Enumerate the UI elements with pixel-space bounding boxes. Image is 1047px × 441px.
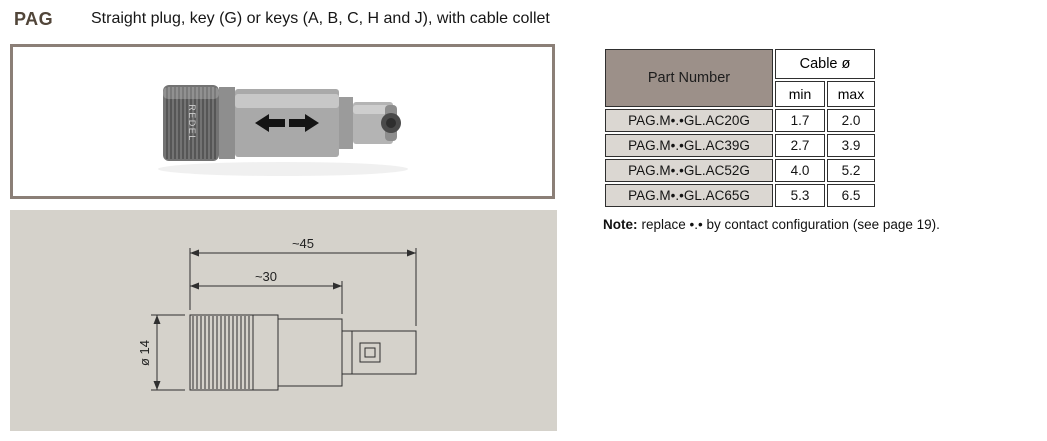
- product-photo-frame: REDEL: [10, 44, 555, 199]
- cable-min-cell: 4.0: [775, 159, 825, 182]
- series-description: Straight plug, key (G) or keys (A, B, C,…: [91, 10, 550, 27]
- brand-text: REDEL: [187, 104, 197, 142]
- part-number-cell: PAG.M•.•GL.AC65G: [605, 184, 773, 207]
- col-header-part-number: Part Number: [605, 49, 773, 107]
- cable-min-cell: 1.7: [775, 109, 825, 132]
- col-header-max: max: [827, 81, 875, 107]
- photo-body: [235, 89, 339, 157]
- latch-window: [359, 342, 381, 363]
- technical-drawing: ~45 ~30 ø 14: [137, 236, 417, 391]
- photo-shadow: [158, 162, 408, 176]
- table-row: PAG.M•.•GL.AC39G 2.7 3.9: [605, 134, 875, 157]
- part-number-cell: PAG.M•.•GL.AC39G: [605, 134, 773, 157]
- note-text: replace •.• by contact configuration (se…: [641, 217, 940, 232]
- drawing-connector-outline: [189, 314, 417, 391]
- photo-arrows-marking: [255, 114, 319, 132]
- dimension-diameter: ø 14: [137, 315, 161, 390]
- technical-drawing-panel: ~45 ~30 ø 14: [10, 210, 557, 431]
- dim-total-label: ~45: [292, 236, 314, 251]
- dim-body-label: ~30: [255, 269, 277, 284]
- connector-photo: REDEL: [158, 85, 408, 176]
- part-number-cell: PAG.M•.•GL.AC20G: [605, 109, 773, 132]
- table-row: PAG.M•.•GL.AC52G 4.0 5.2: [605, 159, 875, 182]
- dimension-total-length: ~45: [190, 236, 416, 257]
- col-header-min: min: [775, 81, 825, 107]
- table-subheader-row: min max: [605, 81, 875, 107]
- photo-step: [339, 97, 353, 149]
- table-row: PAG.M•.•GL.AC20G 1.7 2.0: [605, 109, 875, 132]
- part-number-table: Part Number Cable ø min max PAG.M•.•GL.A…: [603, 47, 877, 209]
- dim-diameter-label: ø 14: [137, 340, 152, 366]
- table-row: PAG.M•.•GL.AC65G 5.3 6.5: [605, 184, 875, 207]
- photo-nose: [353, 102, 401, 144]
- cable-max-cell: 6.5: [827, 184, 875, 207]
- note: Note:replace •.• by contact configuratio…: [603, 217, 1023, 232]
- col-header-cable-diameter: Cable ø: [775, 49, 875, 79]
- photo-collar: [219, 87, 235, 159]
- part-number-cell: PAG.M•.•GL.AC52G: [605, 159, 773, 182]
- cable-max-cell: 5.2: [827, 159, 875, 182]
- cable-max-cell: 3.9: [827, 134, 875, 157]
- cable-min-cell: 2.7: [775, 134, 825, 157]
- table-header-row: Part Number Cable ø: [605, 49, 875, 107]
- cable-max-cell: 2.0: [827, 109, 875, 132]
- note-label: Note:: [603, 217, 638, 232]
- photo-knurled-grip: REDEL: [163, 85, 219, 161]
- cable-min-cell: 5.3: [775, 184, 825, 207]
- dimension-body-length: ~30: [190, 269, 342, 290]
- series-code: PAG: [14, 9, 54, 29]
